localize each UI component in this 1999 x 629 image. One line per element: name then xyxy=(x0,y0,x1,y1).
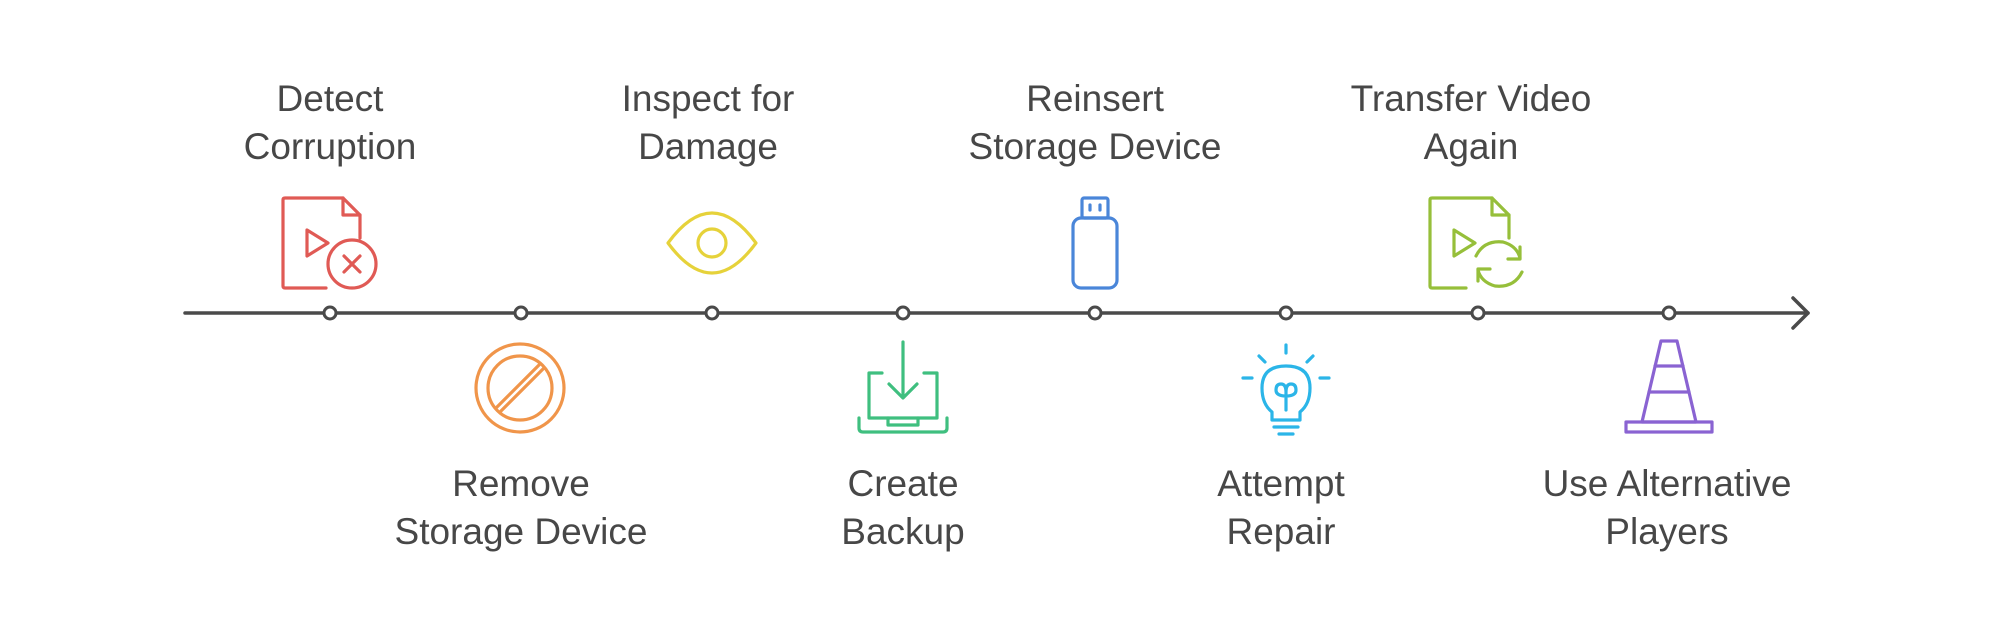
milestone-dot-4 xyxy=(895,305,911,321)
milestone-dot-3 xyxy=(704,305,720,321)
milestone-dot-8 xyxy=(1661,305,1677,321)
corrupted-video-file-icon xyxy=(281,196,378,290)
milestone-dot-7 xyxy=(1470,305,1486,321)
step-label-remove-storage-device: Remove Storage Device xyxy=(394,463,648,552)
step-label-create-backup: Create Backup xyxy=(841,463,965,552)
step-label-attempt-repair: Attempt Repair xyxy=(1217,463,1345,552)
usb-drive-icon xyxy=(1071,196,1119,290)
traffic-cone-icon xyxy=(1624,339,1714,434)
step-label-detect-corruption: Detect Corruption xyxy=(243,78,417,167)
timeline-milestones xyxy=(322,305,1677,321)
lightbulb-icon xyxy=(1241,343,1331,436)
step-label-inspect-for-damage: Inspect for Damage xyxy=(621,78,795,167)
step-label-transfer-video-again: Transfer Video Again xyxy=(1350,78,1592,167)
step-label-reinsert-storage-device: Reinsert Storage Device xyxy=(968,78,1222,167)
milestone-dot-1 xyxy=(322,305,338,321)
milestone-dot-2 xyxy=(513,305,529,321)
step-label-use-alternative-players: Use Alternative Players xyxy=(1542,463,1792,552)
milestone-dot-6 xyxy=(1278,305,1294,321)
timeline-arrowhead xyxy=(1791,296,1810,330)
laptop-download-icon xyxy=(857,340,949,434)
prohibited-icon xyxy=(474,342,566,434)
milestone-dot-5 xyxy=(1087,305,1103,321)
video-file-refresh-icon xyxy=(1428,196,1524,290)
eye-icon xyxy=(666,211,758,275)
